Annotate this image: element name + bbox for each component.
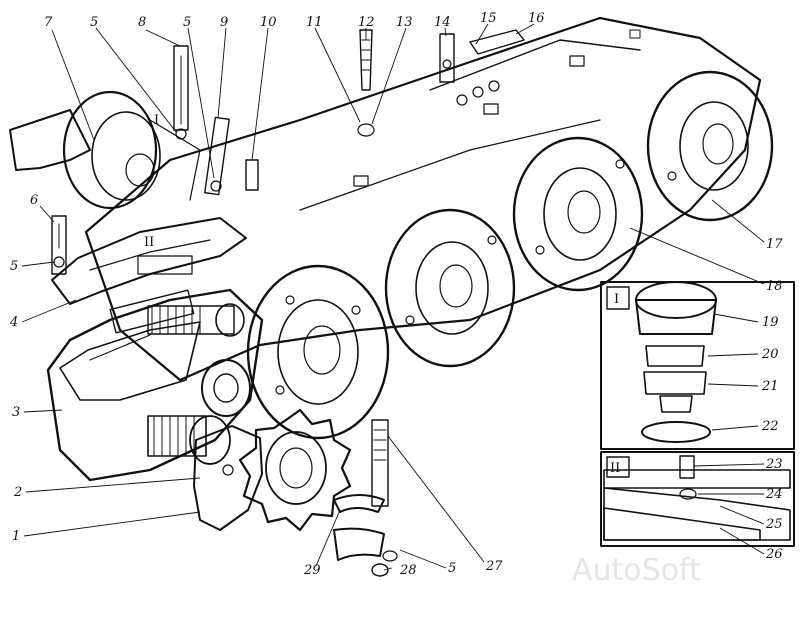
clamp-and-nut — [333, 494, 398, 577]
splined-shaft — [147, 415, 231, 465]
leader-lines — [21, 23, 765, 571]
final-drive-case — [46, 288, 264, 482]
label-9: 9 — [220, 15, 228, 30]
part-labels: 7 5 8 5 9 10 11 12 13 14 15 16 17 18 19 … — [9, 11, 783, 578]
inset-two-marker: II — [610, 461, 620, 476]
label-5-left: 5 — [10, 259, 18, 274]
inset-markers: I II I II — [144, 113, 620, 476]
brake-drum — [9, 90, 201, 210]
label-2: 2 — [13, 485, 22, 500]
label-19: 19 — [762, 315, 779, 330]
left-bolt-parts — [51, 215, 67, 275]
watermark: AutoSoft — [572, 553, 701, 588]
label-26: 26 — [765, 547, 783, 562]
wheel-flange-3 — [512, 136, 644, 292]
sealing-ring — [641, 421, 711, 443]
label-20: 20 — [761, 347, 779, 362]
cover-plate-bolts — [439, 29, 525, 83]
section-marker-two: II — [144, 235, 154, 250]
label-6: 6 — [30, 193, 38, 208]
wheel-flange-group — [246, 70, 774, 440]
label-18: 18 — [766, 279, 783, 294]
inset-one-marker: I — [614, 292, 619, 307]
drive-sprocket — [193, 408, 352, 532]
label-14: 14 — [434, 15, 451, 30]
label-22: 22 — [761, 419, 779, 434]
label-11: 11 — [306, 15, 323, 30]
label-21: 21 — [761, 379, 779, 394]
inset-one-marker-box — [606, 286, 630, 310]
label-3: 3 — [12, 405, 20, 420]
inset-two — [600, 451, 795, 547]
inset-two-marker-box — [606, 456, 630, 478]
label-29: 29 — [303, 563, 321, 578]
lower-bolt-parts — [371, 419, 389, 507]
wheel-flange-4 — [646, 70, 774, 222]
wheel-flange-2 — [384, 208, 516, 368]
label-28: 28 — [399, 563, 417, 578]
label-27: 27 — [485, 559, 503, 574]
axle-housing — [84, 16, 762, 382]
upper-bolt-parts — [173, 45, 259, 196]
label-25: 25 — [765, 517, 783, 532]
housing-top-details — [353, 29, 641, 187]
label-1: 1 — [12, 529, 20, 544]
label-23: 23 — [765, 457, 783, 472]
top-cover — [51, 217, 247, 305]
label-16: 16 — [528, 11, 545, 26]
label-12: 12 — [358, 15, 375, 30]
wheel-flange-1 — [246, 264, 390, 440]
label-17: 17 — [766, 237, 783, 252]
label-10: 10 — [260, 15, 277, 30]
label-5-upper-middle: 5 — [183, 15, 191, 30]
section-marker-one: I — [154, 113, 159, 128]
gear-train — [109, 289, 251, 417]
label-4: 4 — [9, 315, 18, 330]
label-15: 15 — [480, 11, 497, 26]
inset-one — [600, 281, 795, 450]
label-7: 7 — [44, 15, 53, 30]
pin-and-washer — [357, 29, 375, 137]
label-8: 8 — [138, 15, 146, 30]
label-5-upper-left: 5 — [90, 15, 98, 30]
label-24: 24 — [765, 487, 783, 502]
label-5-bottom: 5 — [448, 561, 456, 576]
label-13: 13 — [396, 15, 413, 30]
